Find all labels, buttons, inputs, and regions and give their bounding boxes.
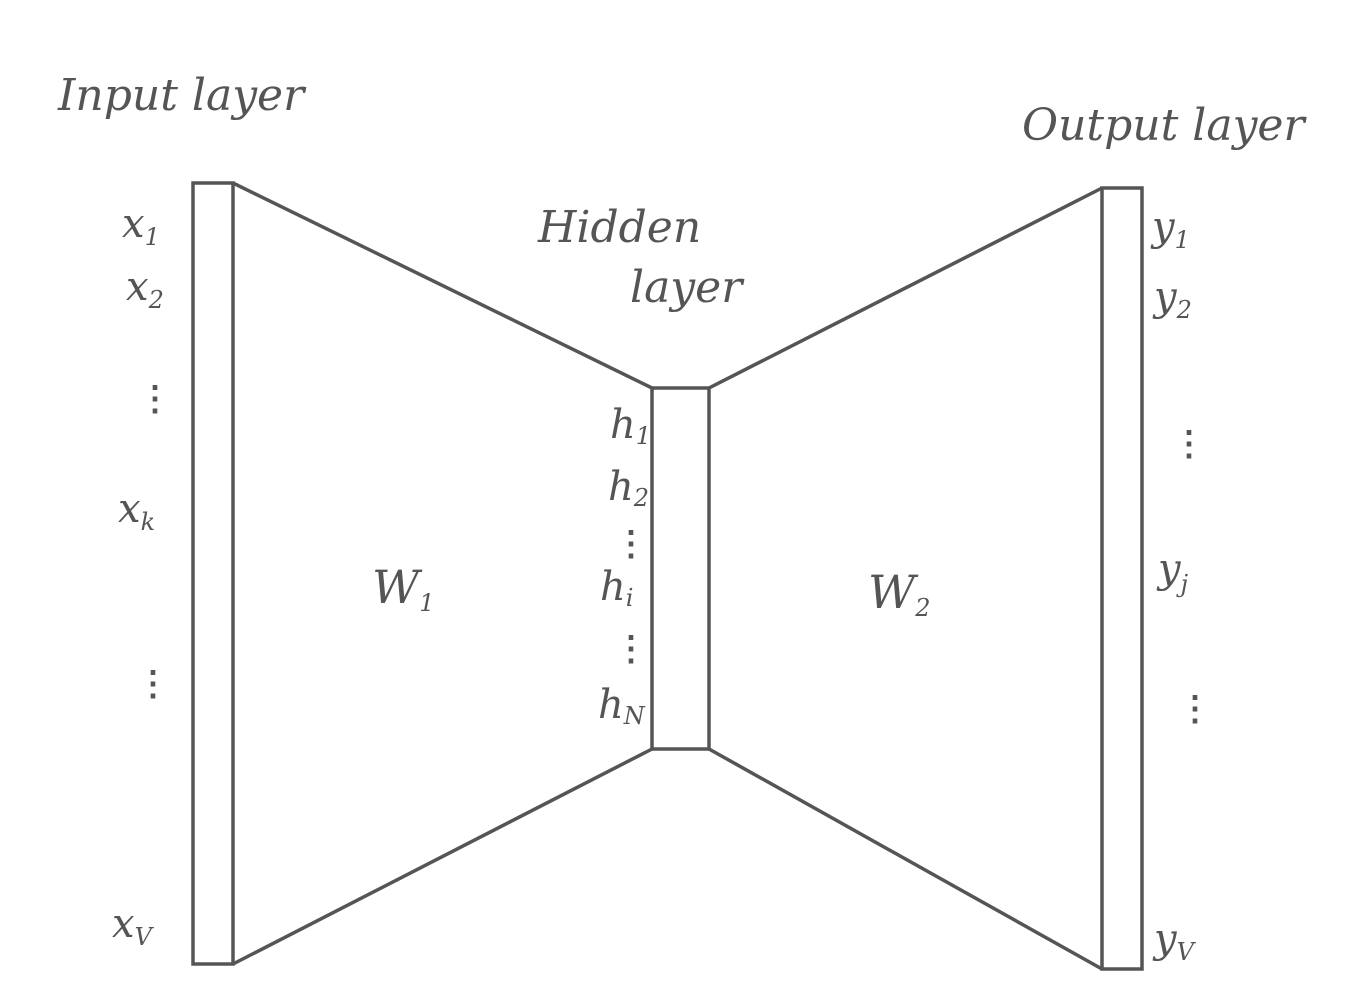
weight-label-w2: W2	[868, 565, 931, 622]
edge-output-top	[708, 186, 1103, 390]
weight-label-w1: W1	[372, 560, 435, 617]
output-layer-bar	[1100, 186, 1144, 971]
output-label-yj: yj	[1156, 546, 1189, 598]
output-label-yv: yV	[1152, 916, 1197, 966]
input-label-dots2: ⋮	[136, 664, 170, 704]
hidden-label-dots1: ⋮	[614, 524, 648, 564]
hidden-label-hi: hi	[600, 564, 633, 612]
hidden-layer-bar	[650, 386, 711, 751]
edge-input-bottom	[232, 747, 653, 966]
hidden-label-h1: h1	[610, 402, 651, 450]
input-label-x1: x1	[122, 201, 160, 251]
hidden-label-hn: hN	[598, 682, 646, 730]
input-label-xv: xV	[112, 901, 155, 951]
hidden-label-h2: h2	[608, 464, 649, 512]
output-layer-title: Output layer	[1022, 100, 1307, 151]
output-label-dots1: ⋮	[1172, 424, 1206, 464]
input-label-x2: x2	[126, 264, 164, 314]
edge-output-bottom	[708, 747, 1103, 971]
output-label-y1: y1	[1150, 204, 1190, 254]
output-label-y2: y2	[1152, 274, 1192, 324]
hidden-layer-title-line1: Hidden	[537, 202, 701, 253]
input-layer-bar	[191, 181, 235, 966]
hidden-label-dots2: ⋮	[614, 629, 648, 669]
input-label-dots1: ⋮	[138, 379, 172, 419]
output-label-dots2: ⋮	[1178, 689, 1212, 729]
input-layer-title: Input layer	[57, 70, 307, 121]
hidden-layer-title-line2: layer	[630, 262, 745, 313]
edge-input-top	[232, 181, 653, 390]
input-label-xk: xk	[118, 486, 155, 536]
